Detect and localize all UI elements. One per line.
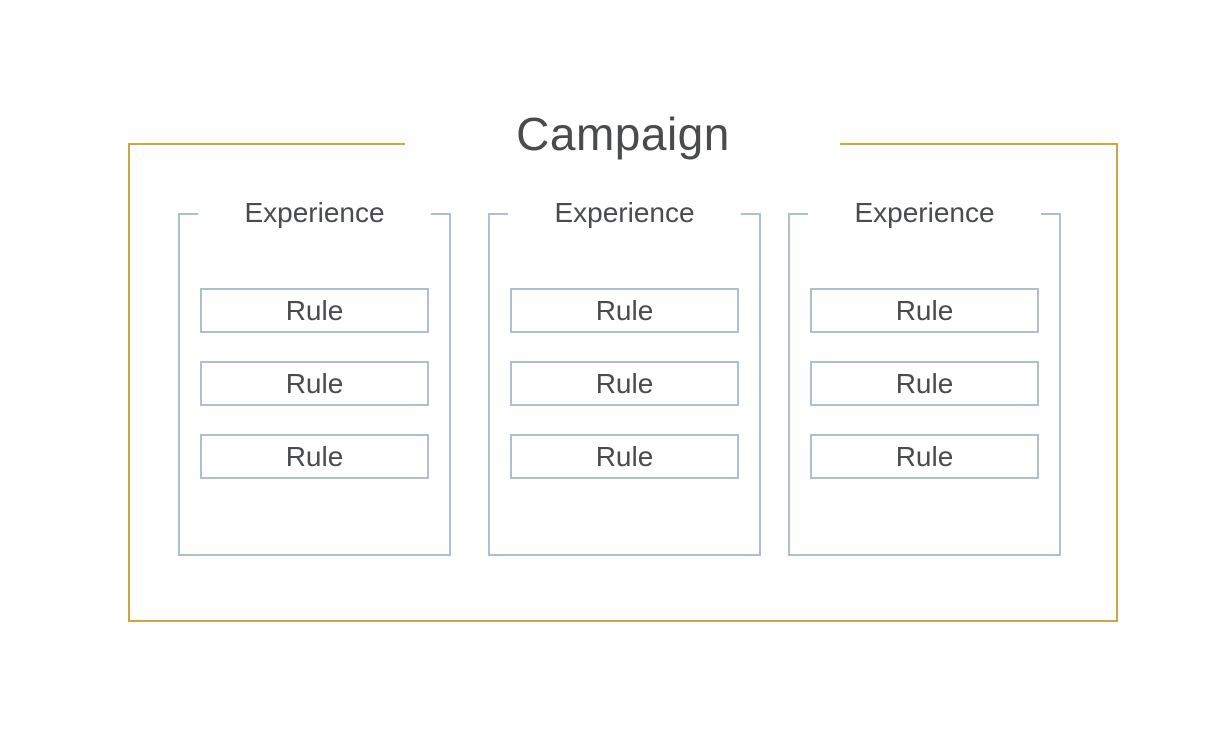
experience-title: Experience: [244, 197, 385, 228]
rule-box: Rule: [510, 288, 739, 333]
experience-top-border-left-segment: [788, 213, 808, 215]
campaign-top-border-left-segment: [130, 143, 405, 145]
experience-top-border-left-segment: [488, 213, 508, 215]
campaign-frame: [128, 143, 1118, 622]
experience-box-2: Experience Rule Rule Rule: [488, 198, 761, 556]
experience-top-border-right-segment: [431, 213, 451, 215]
rule-box: Rule: [810, 434, 1039, 479]
rule-box: Rule: [510, 361, 739, 406]
rule-box: Rule: [810, 361, 1039, 406]
campaign-title: Campaign: [516, 108, 730, 160]
experience-top-border-right-segment: [741, 213, 761, 215]
rule-box: Rule: [810, 288, 1039, 333]
rule-box: Rule: [200, 434, 429, 479]
rule-box: Rule: [200, 288, 429, 333]
campaign-top-border-right-segment: [840, 143, 1116, 145]
rule-box: Rule: [200, 361, 429, 406]
experience-box-1: Experience Rule Rule Rule: [178, 198, 451, 556]
experience-title: Experience: [554, 197, 695, 228]
rule-box: Rule: [510, 434, 739, 479]
experience-top-border-left-segment: [178, 213, 198, 215]
experience-box-3: Experience Rule Rule Rule: [788, 198, 1061, 556]
experience-top-border-right-segment: [1041, 213, 1061, 215]
experience-title: Experience: [854, 197, 995, 228]
